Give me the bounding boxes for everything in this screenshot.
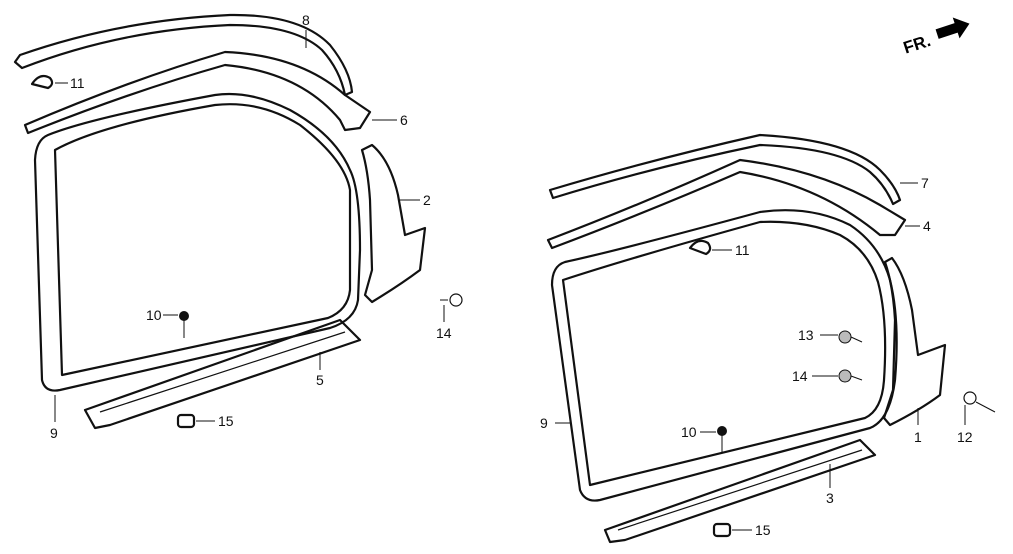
callout-12: 12: [957, 429, 973, 445]
callout-10: 10: [146, 307, 162, 323]
callout-15: 15: [218, 413, 234, 429]
part-10-screw: [717, 426, 727, 452]
part-9-weatherstrip: [550, 209, 898, 502]
callout-10: 10: [681, 424, 697, 440]
part-1-pillar-trim: [882, 256, 947, 427]
callout-2: 2: [423, 192, 431, 208]
left-door-assembly: 8 11 6 2 10 14 5 9 15: [13, 12, 463, 441]
callout-11: 11: [735, 242, 750, 258]
part-14-screw: [838, 369, 863, 383]
part-11-clip: [688, 239, 712, 256]
part-7-roof-molding: [548, 133, 902, 206]
callout-9: 9: [540, 415, 548, 431]
callout-11: 11: [70, 75, 85, 91]
part-14-fastener: [440, 293, 463, 307]
part-12-fastener: [963, 391, 996, 413]
part-6-roof-trim: [23, 50, 372, 135]
callout-6: 6: [400, 112, 408, 128]
callout-15: 15: [755, 522, 771, 538]
callout-4: 4: [923, 218, 931, 234]
fr-label: FR.: [901, 31, 933, 58]
part-8-roof-molding: [13, 13, 354, 97]
callout-9: 9: [50, 425, 58, 441]
part-5-sill-plate: [83, 318, 362, 430]
callout-13: 13: [798, 327, 814, 343]
part-3-sill-plate: [603, 438, 877, 544]
part-13-screw: [838, 330, 863, 344]
part-4-roof-trim: [546, 158, 907, 250]
part-9-weatherstrip: [33, 92, 362, 392]
callout-14: 14: [436, 325, 452, 341]
callout-8: 8: [302, 12, 310, 28]
callout-3: 3: [826, 490, 834, 506]
right-door-assembly: 7 4 11 13 14 1 12 10 9 3 15: [540, 133, 996, 544]
callout-14: 14: [792, 368, 808, 384]
part-10-screw: [179, 311, 189, 338]
callout-7: 7: [921, 175, 929, 191]
callout-1: 1: [914, 429, 922, 445]
front-direction-marker: FR.: [901, 17, 970, 58]
callout-5: 5: [316, 372, 324, 388]
part-15-nut: [176, 413, 196, 429]
part-2-pillar-trim: [360, 143, 427, 304]
part-11-clip: [30, 74, 54, 90]
forward-arrow-icon: [935, 17, 970, 39]
part-15-nut: [712, 522, 732, 538]
